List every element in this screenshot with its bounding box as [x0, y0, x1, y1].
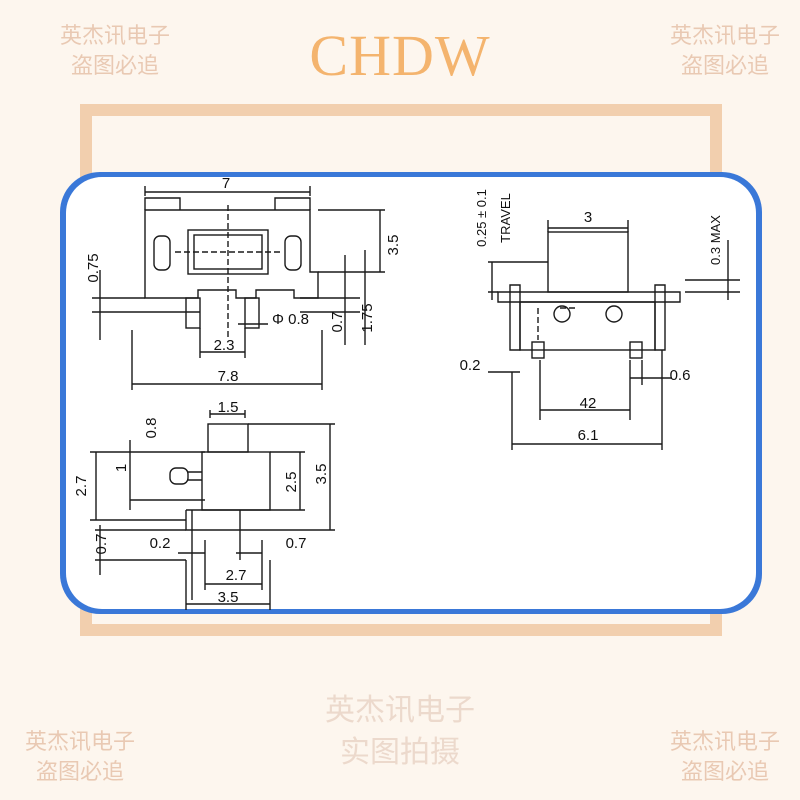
dim-line-pin-len	[300, 250, 366, 345]
dim-7: 7	[222, 175, 230, 192]
dim-line-3-5-bottom	[185, 560, 271, 610]
dim-line-2-3	[199, 328, 246, 358]
front-view-pin-right	[629, 341, 643, 359]
dim-7-8: 7.8	[218, 368, 239, 385]
dim-line-0-8	[129, 440, 205, 510]
dim-0-7-top: 0.7	[329, 312, 346, 333]
drawing-lines	[90, 186, 740, 610]
dim-line-3-5	[318, 209, 385, 273]
dim-1-75: 1.75	[359, 303, 376, 332]
dim-0-8: 0.8	[143, 418, 160, 439]
side-view-stem	[188, 471, 202, 481]
front-view-hole-right	[605, 305, 623, 323]
dim-1-5: 1.5	[218, 399, 239, 416]
dim-line-2-5	[270, 451, 305, 511]
front-view-hole-left	[553, 305, 571, 323]
watermark-line: 盗图必追	[35, 760, 124, 785]
dim-line-0-3-max	[685, 240, 740, 300]
dim-line-0-75	[92, 270, 200, 340]
panel-background	[66, 177, 756, 609]
dim-line-2-7-bottom	[204, 540, 263, 590]
dim-42: 42	[580, 395, 597, 412]
dim-line-6-1	[512, 350, 663, 450]
watermark-line: 英杰讯电子	[24, 730, 135, 755]
top-view-pin-right	[244, 297, 260, 329]
dim-0-6: 0.6	[670, 367, 691, 384]
dim-0-7-lead: 0.7	[93, 534, 110, 555]
top-view-body	[144, 209, 319, 299]
watermark-line: 盗图必追	[680, 760, 769, 785]
dimension-labels: 7 3.5 0.75 2.3 Φ 0.8 7.8 0.7 1.75 1.5 0.…	[73, 175, 723, 606]
dim-3-5: 3.5	[385, 235, 402, 256]
watermark-line: 英杰讯电子	[59, 24, 170, 49]
front-view-pin-left	[531, 341, 545, 359]
dim-line-0-7-left	[95, 525, 186, 575]
watermark-line: 盗图必追	[70, 54, 159, 79]
top-view-tabs	[144, 197, 311, 210]
watermark-line: 英杰讯电子	[669, 730, 780, 755]
dim-3-5-bottom: 3.5	[218, 589, 239, 606]
label-travel: TRAVEL	[498, 193, 513, 243]
dim-line-2-7	[90, 451, 205, 521]
dim-2-3: 2.3	[214, 337, 235, 354]
dim-0-75: 0.75	[85, 253, 102, 282]
watermark-bottom-right: 英杰讯电子 盗图必追	[650, 728, 800, 788]
dim-3: 3	[584, 209, 592, 226]
brand-title: CHDW	[309, 23, 491, 88]
dim-line-1-5	[209, 410, 246, 418]
dim-line-travel	[488, 261, 548, 300]
watermark-line: 盗图必追	[680, 54, 769, 79]
dim-0-2-front: 0.2	[460, 357, 481, 374]
dim-0-3-max: 0.3 MAX	[708, 215, 723, 265]
top-view-slot-right	[284, 235, 302, 271]
watermark-line: 英杰讯电子	[669, 24, 780, 49]
dim-line-42	[488, 360, 631, 450]
watermark-line: 实图拍摄	[340, 735, 460, 770]
centerlines-top	[175, 205, 575, 340]
dim-line-3	[547, 220, 629, 232]
dim-line-7	[144, 186, 311, 196]
front-view-body	[519, 301, 656, 351]
top-view-slot-left	[153, 235, 171, 271]
watermark-bottom-left: 英杰讯电子 盗图必追	[0, 728, 160, 788]
dim-6-1: 6.1	[578, 427, 599, 444]
watermark-top-right: 英杰讯电子 盗图必追	[650, 22, 800, 82]
top-view-pin-left	[185, 297, 201, 329]
watermark-line: 英杰讯电子	[325, 693, 475, 728]
front-view-cover	[497, 291, 681, 303]
dim-line-3-5-side	[248, 423, 335, 531]
watermark-top-left: 英杰讯电子 盗图必追	[30, 22, 200, 82]
dim-travel: 0.25 ± 0.1	[474, 189, 489, 247]
dim-0-7-side: 0.7	[286, 535, 307, 552]
dim-pin-dia: Φ 0.8	[272, 311, 309, 328]
dim-1: 1	[113, 464, 130, 472]
dim-2-7-side: 2.7	[73, 476, 90, 497]
dim-0-2-side: 0.2	[150, 535, 171, 552]
dim-line-0-6	[630, 360, 672, 385]
dim-line-7-8	[131, 330, 323, 390]
watermark-bottom-center: 英杰讯电子 实图拍摄	[300, 690, 500, 774]
dim-3-5-side: 3.5	[313, 464, 330, 485]
side-view-knob	[169, 467, 189, 485]
dim-2-5: 2.5	[283, 472, 300, 493]
dim-2-7-bottom: 2.7	[226, 567, 247, 584]
